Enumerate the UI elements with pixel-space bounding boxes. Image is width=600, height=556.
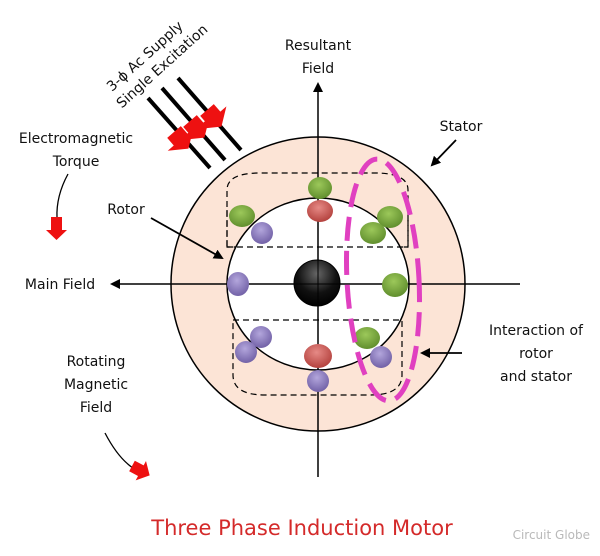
- conductor-upper-left-outer: [229, 205, 255, 227]
- conductors: [227, 177, 408, 392]
- lower-winding-outline: [232, 319, 403, 396]
- resultant-label-line2: Field: [302, 61, 334, 77]
- conductor-lower-right-inner: [354, 327, 380, 349]
- conductor-upper-right-inner: [360, 222, 386, 244]
- upper-winding-outline: [226, 172, 409, 248]
- interaction-label-line3: and stator: [500, 369, 572, 385]
- interaction-highlight: [343, 156, 423, 404]
- supply-arrows: [167, 104, 227, 151]
- diagram-title: Three Phase Induction Motor: [150, 516, 453, 540]
- conductor-upper-left-inner: [251, 222, 273, 244]
- rotor-shaft: [293, 259, 341, 307]
- rotating-label-line2: Magnetic: [64, 377, 128, 393]
- resultant-label-line1: Resultant: [285, 38, 352, 54]
- conductor-lower-left-inner: [250, 326, 272, 348]
- rotating-label-line3: Field: [80, 400, 112, 416]
- conductor-upper-right-outer: [377, 206, 403, 228]
- torque-label-line1: Electromagnetic: [19, 131, 133, 147]
- rotating-field-curve: [104, 432, 134, 469]
- supply-arrow-2: [183, 115, 210, 140]
- stator-label: Stator: [440, 119, 483, 135]
- interaction-label-line1: Interaction of: [489, 323, 584, 339]
- conductor-left: [227, 272, 249, 296]
- stator-pointer-arrow: [430, 139, 457, 167]
- conductor-bottom-inner: [304, 344, 332, 368]
- watermark: Circuit Globe: [513, 528, 590, 542]
- conductor-bottom-outer: [307, 370, 329, 392]
- conductor-right: [382, 273, 408, 297]
- rotating-field-arrow-icon: [129, 460, 150, 481]
- conductor-lower-right-outer: [370, 346, 392, 368]
- interaction-label-line2: rotor: [519, 346, 553, 362]
- main-field-label: Main Field: [25, 277, 95, 293]
- torque-label-line2: Torque: [52, 154, 100, 170]
- conductor-top-outer: [308, 177, 332, 199]
- conductor-lower-left-outer: [235, 341, 257, 363]
- conductor-top-inner: [307, 200, 333, 222]
- rotor-pointer-arrow: [150, 217, 224, 259]
- torque-curve: [56, 173, 69, 219]
- supply-arrow-3: [200, 104, 227, 129]
- torque-arrow-icon: [46, 217, 67, 240]
- supply-arrow-1: [167, 126, 194, 151]
- rotating-label-line1: Rotating: [67, 354, 126, 370]
- rotor-label: Rotor: [107, 202, 145, 218]
